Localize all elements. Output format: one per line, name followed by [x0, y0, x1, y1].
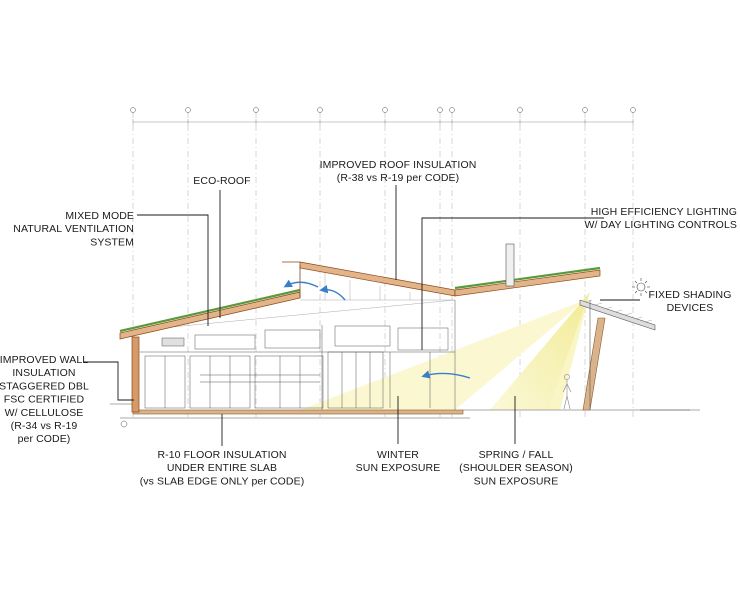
label-line: (R-34 vs R-19	[11, 420, 78, 432]
spring-sun-wedge	[490, 292, 590, 410]
label-line: DEVICES	[667, 302, 714, 314]
label-line: IMPROVED ROOF INSULATION	[320, 159, 477, 171]
label-spring-sun: SPRING / FALL(SHOULDER SEASON)SUN EXPOSU…	[459, 449, 573, 487]
label-line: MIXED MODE	[65, 210, 134, 222]
label-line: WINTER	[377, 449, 419, 461]
label-line: SPRING / FALL	[479, 449, 554, 461]
winter-sun-wedge	[300, 300, 585, 410]
label-line: (SHOULDER SEASON)	[459, 462, 573, 474]
label-line: INSULATION	[12, 367, 75, 379]
label-line: SUN EXPOSURE	[474, 475, 559, 487]
label-line: FIXED SHADING	[649, 289, 732, 301]
label-line: (vs SLAB EDGE ONLY per CODE)	[140, 475, 305, 487]
sun-icon	[632, 278, 650, 296]
leader-lines	[84, 185, 640, 446]
insulated-wall	[131, 336, 140, 413]
label-roof-insulation: IMPROVED ROOF INSULATION(R-38 vs R-19 pe…	[320, 159, 477, 184]
label-line: UNDER ENTIRE SLAB	[167, 462, 277, 474]
label-line: W/ CELLULOSE	[5, 407, 84, 419]
label-line: FSC CERTIFIED	[4, 394, 85, 406]
airflow-arrows	[283, 279, 471, 379]
person-figure	[562, 374, 572, 410]
label-line: STAGGERED DBL	[0, 380, 89, 392]
ground-details	[110, 403, 700, 428]
label-line: IMPROVED WALL	[0, 354, 88, 366]
callout-labels: ECO-ROOF IMPROVED ROOF INSULATION(R-38 v…	[0, 159, 737, 487]
label-line: ECO-ROOF	[193, 175, 250, 187]
clerestory	[139, 272, 456, 331]
shading-devices	[579, 299, 656, 411]
chimney	[505, 243, 515, 287]
label-line: per CODE)	[18, 433, 71, 445]
label-line: R-10 FLOOR INSULATION	[157, 449, 286, 461]
label-line: SYSTEM	[90, 236, 134, 248]
label-line: HIGH EFFICIENCY LIGHTING	[591, 206, 737, 218]
label-line: W/ DAY LIGHTING CONTROLS	[584, 219, 737, 231]
label-line: SUN EXPOSURE	[356, 462, 441, 474]
label-line: (R-38 vs R-19 per CODE)	[337, 172, 460, 184]
label-eco-roof: ECO-ROOF	[193, 175, 250, 187]
eco-roof	[119, 261, 601, 340]
interior-elements	[140, 300, 456, 410]
label-line: NATURAL VENTILATION	[13, 223, 134, 235]
floor-slab	[120, 409, 690, 419]
